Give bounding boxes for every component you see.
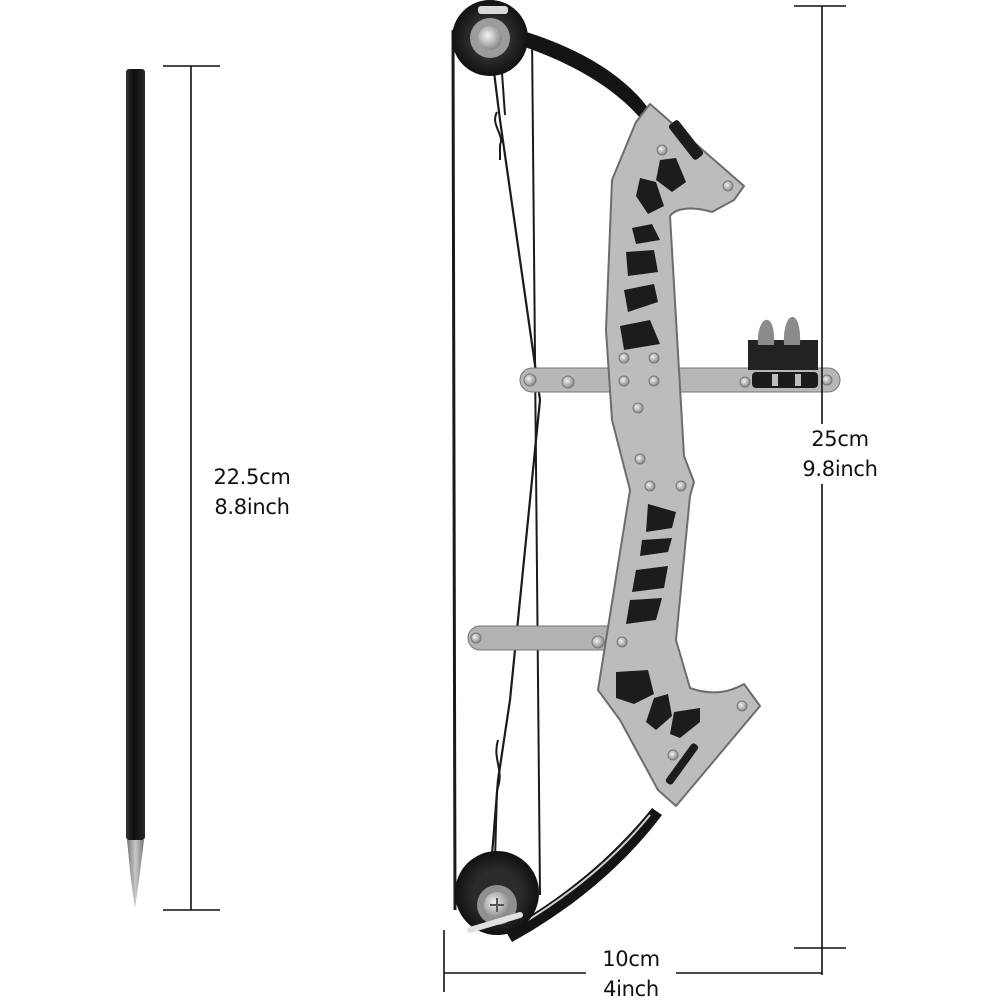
bow-height-dimension-line xyxy=(794,5,846,975)
bow-height-label: 25cm 9.8inch xyxy=(788,424,892,484)
bowstring xyxy=(451,29,542,911)
arrow xyxy=(126,69,145,908)
riser-cutouts xyxy=(616,120,704,785)
arrow-dimension-line xyxy=(163,65,220,911)
compound-bow xyxy=(451,0,841,942)
bow-height-imperial: 9.8inch xyxy=(802,457,878,481)
arrow-tip xyxy=(127,840,144,908)
lower-cam xyxy=(455,851,539,935)
bow-width-metric: 10cm xyxy=(602,947,660,971)
riser-bolts xyxy=(470,144,833,761)
riser xyxy=(597,103,761,807)
arrow-rest xyxy=(748,316,818,370)
upper-limb xyxy=(516,30,648,118)
arrow-length-metric: 22.5cm xyxy=(213,465,291,489)
bow-height-metric: 25cm xyxy=(811,427,869,451)
arrow-shaft xyxy=(126,69,145,840)
bow-width-imperial: 4inch xyxy=(603,977,659,1001)
arrow-length-imperial: 8.8inch xyxy=(214,495,290,519)
arrow-rest-slot xyxy=(752,372,818,388)
bow-width-label: 10cm 4inch xyxy=(586,944,676,1004)
arrow-length-label: 22.5cm 8.8inch xyxy=(204,462,300,522)
upper-cam xyxy=(452,0,528,76)
